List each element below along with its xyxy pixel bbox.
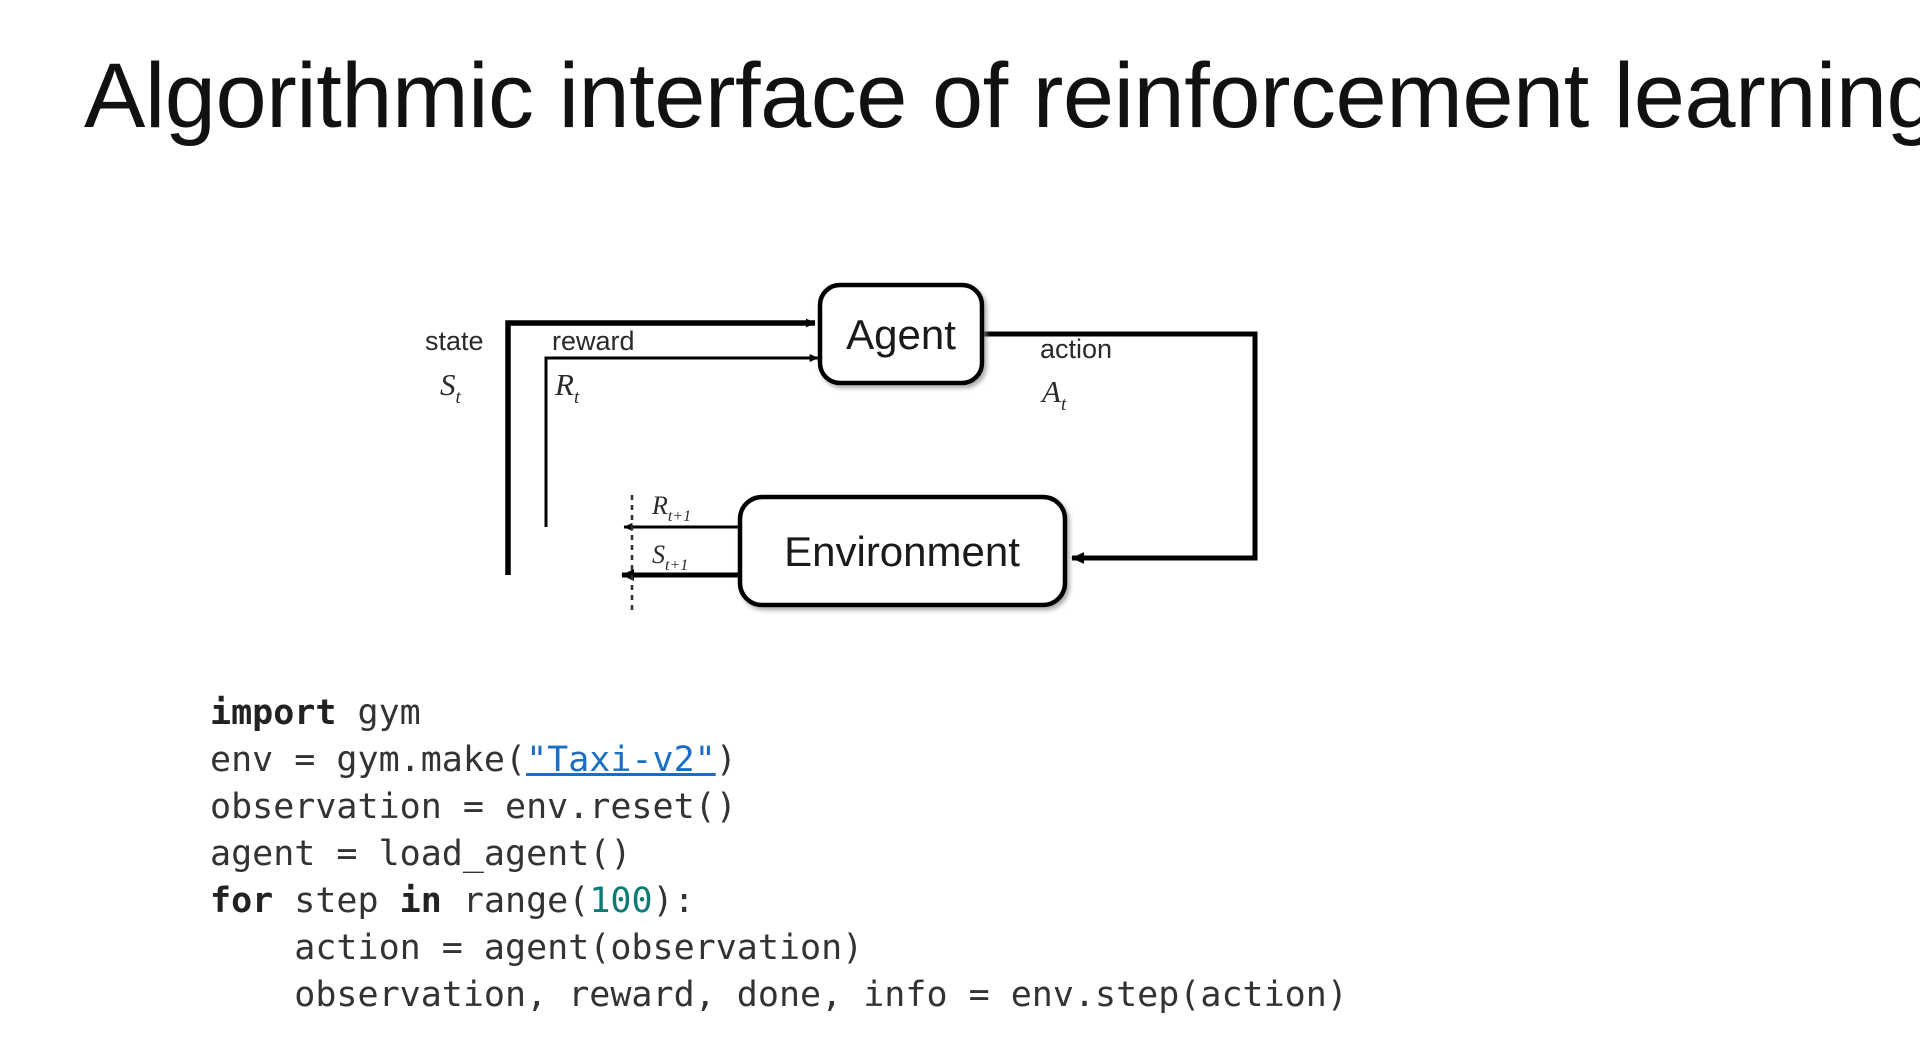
edge-action — [982, 331, 1258, 564]
action-label: action — [1040, 334, 1112, 364]
state-symbol: St — [440, 367, 462, 408]
code-text: range( — [441, 881, 590, 921]
code-line: for step in range(100): — [210, 878, 1348, 925]
code-line: agent = load_agent() — [210, 831, 1348, 878]
edge-state — [505, 318, 816, 575]
edge-reward — [544, 354, 819, 527]
next-reward-symbol: Rt+1 — [651, 491, 691, 525]
code-text: observation, reward, done, info = env.st… — [210, 975, 1348, 1015]
page-title: Algorithmic interface of reinforcement l… — [84, 45, 1920, 147]
code-text: gym — [336, 693, 421, 733]
action-symbol: At — [1040, 374, 1067, 415]
environment-label: Environment — [784, 528, 1020, 575]
code-keyword: in — [399, 881, 442, 921]
reward-symbol: Rt — [554, 367, 580, 408]
code-text: observation = env.reset() — [210, 787, 737, 827]
code-line: env = gym.make("Taxi-v2") — [210, 737, 1348, 784]
code-keyword: for — [210, 881, 274, 921]
node-environment: Environment — [737, 494, 1068, 608]
code-line: import gym — [210, 690, 1348, 737]
code-text: ) — [715, 740, 737, 780]
code-line: observation = env.reset() — [210, 784, 1348, 831]
node-agent: Agent — [817, 282, 985, 386]
agent-label: Agent — [846, 311, 956, 358]
code-text: action = agent(observation) — [210, 928, 864, 968]
code-text: env = gym.make( — [210, 740, 527, 780]
state-label: state — [425, 326, 484, 356]
reward-label: reward — [552, 326, 635, 356]
code-keyword: import — [210, 693, 337, 733]
code-number: 100 — [589, 881, 653, 921]
code-text: ): — [652, 881, 695, 921]
code-text: step — [273, 881, 400, 921]
code-line: observation, reward, done, info = env.st… — [210, 972, 1348, 1019]
next-state-symbol: St+1 — [652, 540, 688, 574]
code-text: agent = load_agent() — [210, 834, 632, 874]
code-link-taxi-v2[interactable]: "Taxi-v2" — [526, 740, 716, 780]
rl-loop-diagram: Agent Environment state St reward Rt act… — [400, 230, 1360, 650]
code-line: action = agent(observation) — [210, 925, 1348, 972]
